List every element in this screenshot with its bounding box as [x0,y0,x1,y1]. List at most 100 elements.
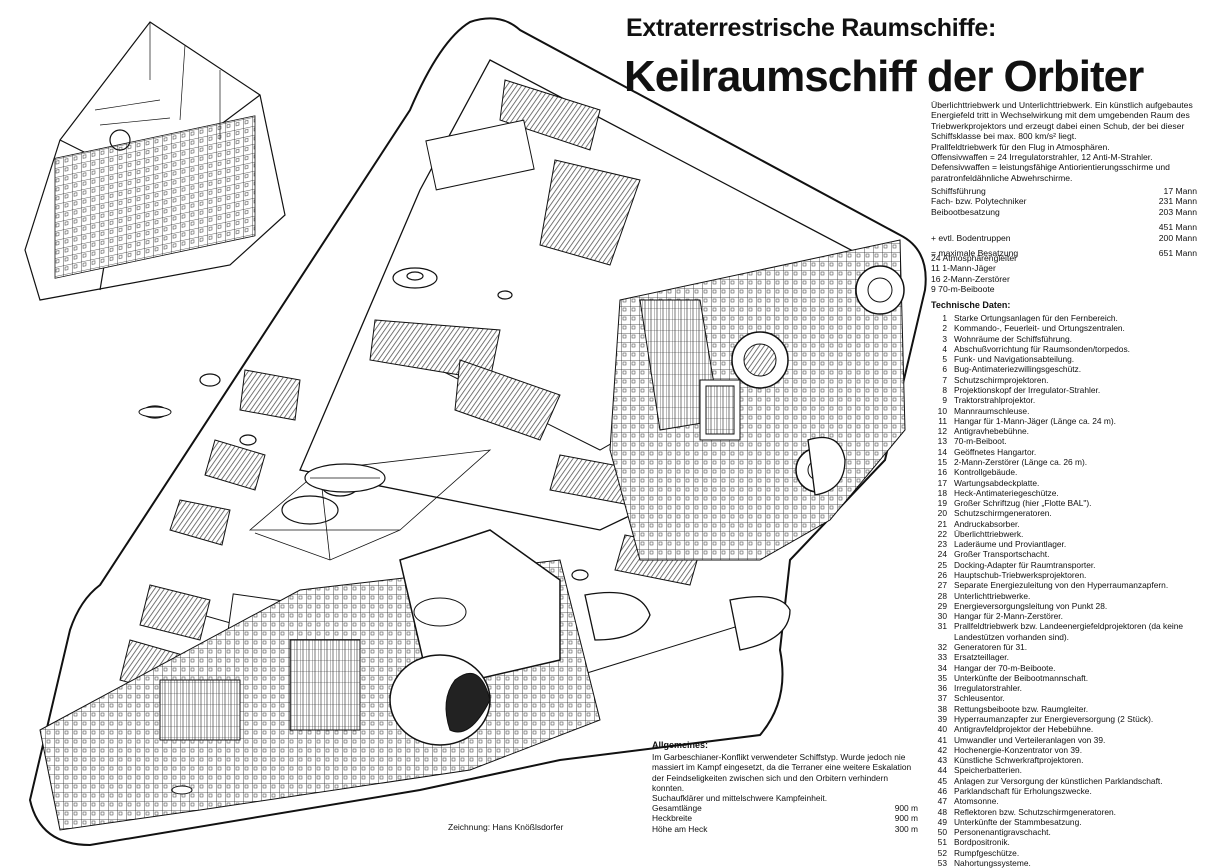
technical-item: 45 Anlagen zur Versorgung der künstlichen… [931,776,1201,786]
technical-item: 15 2-Mann-Zerstörer (Länge ca. 26 m). [931,457,1201,467]
technical-item-number: 40 [937,724,947,735]
technical-item-text: Funk- und Navigationsabteilung. [954,354,1075,365]
technical-item-text: Rettungsbeiboote bzw. Raumgleiter. [954,703,1089,714]
technical-item: 10 Mannraumschleuse. [931,406,1201,416]
technical-item-number: 15 [937,456,947,467]
technical-item-text: Anlagen zur Versorgung der künstlichen P… [954,775,1163,786]
technical-item-number: 30 [937,611,947,622]
technical-item-number: 38 [937,703,947,714]
technical-item-text: Umwandler und Verteileranlagen von 39. [954,734,1106,745]
technical-item-number: 3 [942,333,947,344]
technical-item-number: 10 [937,405,947,416]
technical-item-number: 41 [937,734,947,745]
crew-value: 17 Mann [1163,186,1197,196]
technical-item-number: 34 [937,662,947,673]
technical-item-text: Hyperraumanzapfer zur Energieversorgung … [954,713,1154,724]
technical-item-text: Überlichttriebwerk. [954,528,1024,539]
technical-item-number: 27 [937,580,947,591]
intro-paragraph: Defensivwaffen = leistungsfähige Antiori… [931,162,1170,183]
technical-item-text: Kontrollgebäude. [954,467,1018,478]
technical-item-text: Mannraumschleuse. [954,405,1030,416]
technical-item-text: 2-Mann-Zerstörer (Länge ca. 26 m). [954,456,1088,467]
technical-item-text: Wohnräume der Schiffsführung. [954,333,1072,344]
technical-item-text: Separate Energiezuleitung von den Hyperr… [954,580,1169,591]
technical-item-number: 35 [937,672,947,683]
technical-item-number: 32 [937,642,947,652]
overview-ship [24,21,286,301]
technical-item-number: 31 [937,621,947,632]
technical-item-number: 52 [937,847,947,858]
craft-item: 9 70-m-Beiboote [931,284,995,295]
technical-item-number: 36 [937,683,947,694]
technical-item-number: 2 [942,323,947,334]
technical-item-text: Hangar für 1-Mann-Jäger (Länge ca. 24 m)… [954,415,1116,426]
technical-item-number: 49 [937,816,947,827]
technical-item-number: 53 [937,857,947,868]
intro-text: Überlichttriebwerk und Unterlichttriebwe… [931,100,1197,183]
crew-label: Schiffsführung [931,186,986,196]
technical-item-text: Wartungsabdeckplatte. [954,477,1040,488]
technical-item-number: 44 [937,765,947,776]
technical-item: 41 Umwandler und Verteileranlagen von 39. [931,735,1201,745]
dimension-label: Höhe am Heck [652,823,708,834]
technical-item-text: Hangar für 2-Mann-Zerstörer. [954,611,1063,622]
technical-item-text: Energieversorgungsleitung von Punkt 28. [954,600,1108,611]
technical-item-text: Unterlichttriebwerke. [954,590,1031,601]
technical-item-number: 6 [942,364,947,375]
crew-value: 651 Mann [1158,248,1197,259]
technical-item-number: 14 [937,446,947,457]
technical-item: 3 Wohnräume der Schiffsführung. [931,334,1201,344]
detached-craft [138,406,193,795]
page-title: Keilraumschiff der Orbiter [624,52,1144,101]
general-section: Allgemeines: Im Garbeschianer-Konflikt v… [652,740,918,834]
technical-item-number: 12 [937,426,947,437]
intro-paragraph: Überlichttriebwerk und Unterlichttriebwe… [931,100,1193,142]
technical-item-number: 47 [937,796,947,807]
crew-value: 200 Mann [1158,232,1197,243]
technical-item-number: 16 [937,467,947,478]
supertitle: Extraterrestrische Raumschiffe: [626,14,997,42]
technical-item-number: 8 [942,384,947,395]
technical-item: 27 Separate Energiezuleitung von den Hype… [931,580,1201,590]
technical-item-text: Laderäume und Proviantlager. [954,539,1067,550]
technical-item-text: Docking-Adapter für Raumtransporter. [954,559,1096,570]
engine-pods [584,436,846,651]
technical-item-text: Unterkünfte der Beibootmannschaft. [954,672,1089,683]
technical-item-number: 50 [937,827,947,838]
dimension-label: Gesamtlänge [652,803,702,814]
intro-paragraph: Prallfeldtriebwerk für den Flug in Atmos… [931,141,1110,152]
technical-item-number: 45 [937,775,947,786]
technical-item-text: Andruckabsorber. [954,518,1020,529]
